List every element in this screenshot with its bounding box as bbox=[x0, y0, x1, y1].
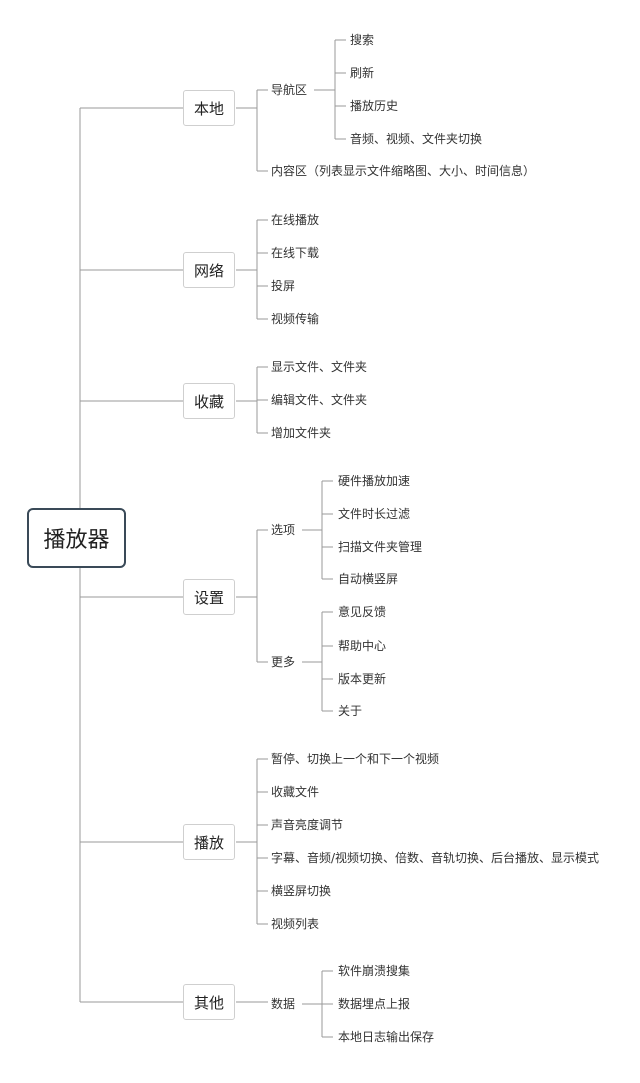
local-nav-item: 刷新 bbox=[350, 66, 375, 80]
settings-more-item: 意见反馈 bbox=[338, 605, 387, 619]
other-data-item: 本地日志输出保存 bbox=[338, 1030, 435, 1044]
local-nav-label: 导航区 bbox=[271, 83, 308, 97]
category-favorites: 收藏 bbox=[183, 383, 235, 419]
favorites-item: 编辑文件、文件夹 bbox=[271, 393, 368, 407]
settings-option-item: 自动横竖屏 bbox=[338, 572, 399, 586]
category-local: 本地 bbox=[183, 90, 235, 126]
category-settings: 设置 bbox=[183, 579, 235, 615]
playback-item: 视频列表 bbox=[271, 917, 320, 931]
settings-more-label: 更多 bbox=[271, 655, 296, 669]
favorites-item: 增加文件夹 bbox=[271, 426, 332, 440]
other-data-item: 数据埋点上报 bbox=[338, 997, 411, 1011]
network-item: 投屏 bbox=[271, 279, 296, 293]
favorites-item: 显示文件、文件夹 bbox=[271, 360, 368, 374]
local-nav-item: 音频、视频、文件夹切换 bbox=[350, 132, 483, 146]
category-other: 其他 bbox=[183, 984, 235, 1020]
playback-item: 字幕、音频/视频切换、倍数、音轨切换、后台播放、显示模式 bbox=[271, 851, 600, 865]
local-nav-item: 播放历史 bbox=[350, 99, 399, 113]
local-nav-item: 搜索 bbox=[350, 33, 375, 47]
network-item: 在线播放 bbox=[271, 213, 320, 227]
network-item: 视频传输 bbox=[271, 312, 320, 326]
category-network: 网络 bbox=[183, 252, 235, 288]
settings-option-item: 硬件播放加速 bbox=[338, 474, 411, 488]
local-content-label: 内容区（列表显示文件缩略图、大小、时间信息） bbox=[271, 164, 536, 178]
settings-option-item: 扫描文件夹管理 bbox=[338, 540, 423, 554]
settings-more-item: 帮助中心 bbox=[338, 639, 387, 653]
settings-option-item: 文件时长过滤 bbox=[338, 507, 411, 521]
playback-item: 横竖屏切换 bbox=[271, 884, 332, 898]
playback-item: 收藏文件 bbox=[271, 785, 320, 799]
settings-options-label: 选项 bbox=[271, 523, 296, 537]
settings-more-item: 关于 bbox=[338, 704, 363, 718]
playback-item: 暂停、切换上一个和下一个视频 bbox=[271, 752, 440, 766]
settings-more-item: 版本更新 bbox=[338, 672, 387, 686]
other-data-item: 软件崩溃搜集 bbox=[338, 964, 411, 978]
network-item: 在线下载 bbox=[271, 246, 320, 260]
root-node: 播放器 bbox=[27, 508, 126, 568]
playback-item: 声音亮度调节 bbox=[271, 818, 344, 832]
other-data-label: 数据 bbox=[271, 997, 296, 1011]
category-playback: 播放 bbox=[183, 824, 235, 860]
